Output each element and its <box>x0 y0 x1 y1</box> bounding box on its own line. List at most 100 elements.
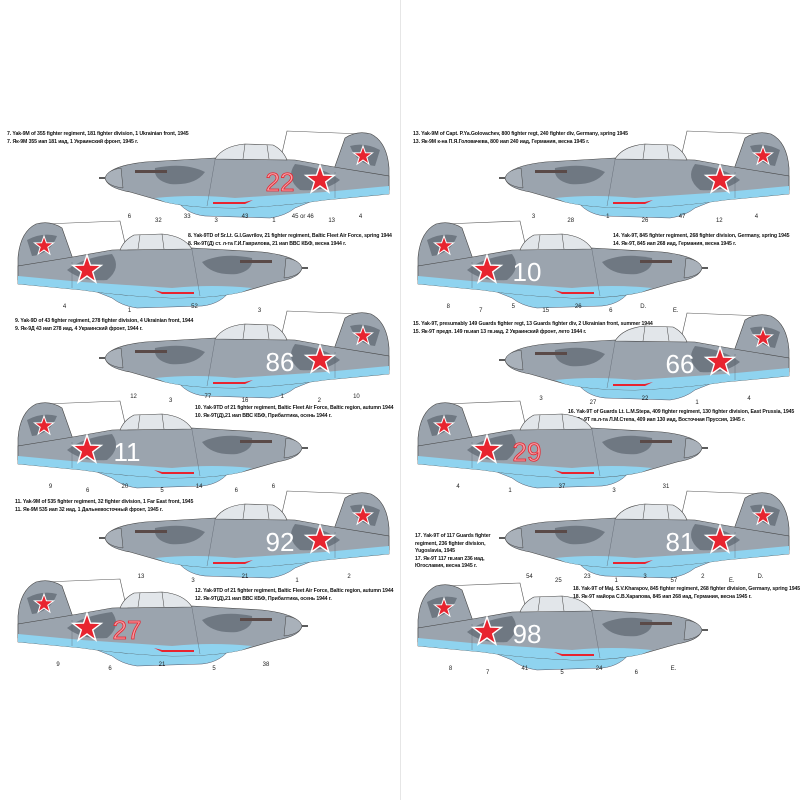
exhaust-stacks <box>640 440 672 443</box>
propeller-spinner <box>504 167 524 189</box>
airframe <box>417 582 708 671</box>
decal-callout-number: 4 <box>63 304 67 310</box>
airframe <box>17 578 308 667</box>
caption-russian: 7. Як-9М 355 иап 181 иад, 1 Украинский ф… <box>7 138 138 145</box>
canopy <box>214 323 288 341</box>
tail-star-insignia <box>752 144 774 166</box>
decal-callout-number: 2 <box>347 574 351 580</box>
wing-arrow-marking <box>554 652 594 656</box>
canopy-frame <box>242 143 246 160</box>
exhaust-stacks <box>240 618 272 621</box>
tail-number: 92 <box>266 527 295 557</box>
caption-russian: 15. Як-9Т предп. 149 гв.иап 13 гв.иад, 2… <box>413 328 587 335</box>
decal-callout-number: 5 <box>212 666 216 672</box>
decal-callout-number: 23 <box>584 574 591 580</box>
fuselage-star-insignia <box>470 614 504 646</box>
camouflage-blotch <box>202 613 253 633</box>
decal-callout-number: 12 <box>130 394 137 400</box>
wing-arrow-marking <box>213 200 253 204</box>
propeller-spinner <box>283 615 303 637</box>
canopy-frame <box>242 503 246 520</box>
wing-arrow-marking <box>213 560 253 564</box>
canopy-frame <box>561 233 565 250</box>
decal-callout-number: D. <box>758 574 764 580</box>
decal-callout-number: 7 <box>479 308 483 314</box>
panel-line <box>606 159 616 207</box>
caption-english: 16. Yak-9T of Guards Lt. L.M.Stepa, 409 … <box>568 409 795 415</box>
airframe <box>499 490 790 579</box>
profile-caption: 15. Yak-9T, presumably 149 Guards fighte… <box>413 321 653 336</box>
decal-callout-number: 27 <box>590 400 597 406</box>
tail-number: 29 <box>513 437 542 467</box>
tail-star-insignia <box>433 596 455 618</box>
caption-english: 12. Yak-9TD of 21 fighter regiment, Balt… <box>195 588 394 594</box>
decal-callout-number: 8 <box>449 666 453 672</box>
decal-callout-number: 3 <box>612 488 616 494</box>
airframe <box>99 130 390 219</box>
exhaust-stacks <box>135 350 167 353</box>
canopy <box>614 503 688 521</box>
airframe <box>499 130 790 219</box>
caption-russian: 18. Як-9Т майора С.В.Харапова, 845 иап 2… <box>573 593 752 600</box>
decal-callout-number: 45 or 46 <box>292 214 315 220</box>
airframe <box>99 310 390 399</box>
canopy-frame <box>266 324 270 340</box>
camouflage-blotch <box>202 435 253 455</box>
decal-callout-number: 3 <box>214 218 218 224</box>
page-divider <box>400 0 401 800</box>
canopy-frame <box>161 591 165 608</box>
camouflage-blotch <box>554 525 605 545</box>
canopy-frame <box>137 592 141 608</box>
wing-arrow-marking <box>613 200 653 204</box>
fuselage-star-insignia <box>303 522 337 554</box>
wing-arrow-marking <box>154 648 194 652</box>
caption-russian: 9. Як-9Д 43 иап 278 иад, 4 Украинский фр… <box>15 325 143 332</box>
panel-line <box>606 341 616 389</box>
caption-russian: 14. Як-9Т, 845 иап 268 иад, Германия, ве… <box>613 240 737 247</box>
decal-callout-number: 12 <box>716 218 723 224</box>
tail-number: 98 <box>513 619 542 649</box>
canopy-frame <box>161 413 165 430</box>
decal-callout-number: 26 <box>642 218 649 224</box>
fuselage-star-insignia <box>70 610 104 642</box>
decal-callout-number: 4 <box>755 214 759 220</box>
wing-arrow-marking <box>554 470 594 474</box>
exhaust-stacks <box>640 622 672 625</box>
canopy-frame <box>242 323 246 340</box>
antenna-wire <box>43 400 128 433</box>
decal-callout-number: 41 <box>522 666 529 672</box>
decal-callout-number: E. <box>671 666 677 672</box>
canopy <box>214 503 288 521</box>
decal-callout-number: 20 <box>122 484 129 490</box>
wing-arrow-marking <box>154 470 194 474</box>
canopy-frame <box>561 413 565 430</box>
exhaust-stacks <box>640 260 672 263</box>
propeller-spinner <box>104 167 124 189</box>
profile-caption: 8. Yak-9TD of Sr.Lt. G.I.Gavrilov, 21 fi… <box>188 233 392 248</box>
decal-callout-number: 3 <box>643 574 647 580</box>
airframe <box>17 400 308 489</box>
profile-caption: 18. Yak-9T of Maj. S.V.Kharapov, 845 fig… <box>573 586 800 601</box>
decal-callout-number: 26 <box>575 304 582 310</box>
canopy <box>519 413 593 431</box>
panel-line <box>191 429 201 477</box>
panel-line <box>606 519 616 567</box>
canopy <box>214 143 288 161</box>
caption-russian: 16. Як-9Т гв.л-та Л.М.Степа, 409 иап 130… <box>568 416 745 423</box>
tail-number: 86 <box>266 347 295 377</box>
antenna-wire <box>43 220 128 253</box>
decal-callout-number: 6 <box>272 484 276 490</box>
antenna-wire <box>443 220 528 253</box>
panel-line <box>191 607 201 655</box>
canopy-frame <box>642 143 646 160</box>
caption-russian: 12. Як-9Т(Д),21 иап ВВС КБФ, Прибалтика,… <box>195 595 332 602</box>
wing-arrow-marking <box>613 560 653 564</box>
canopy-frame <box>537 596 541 612</box>
